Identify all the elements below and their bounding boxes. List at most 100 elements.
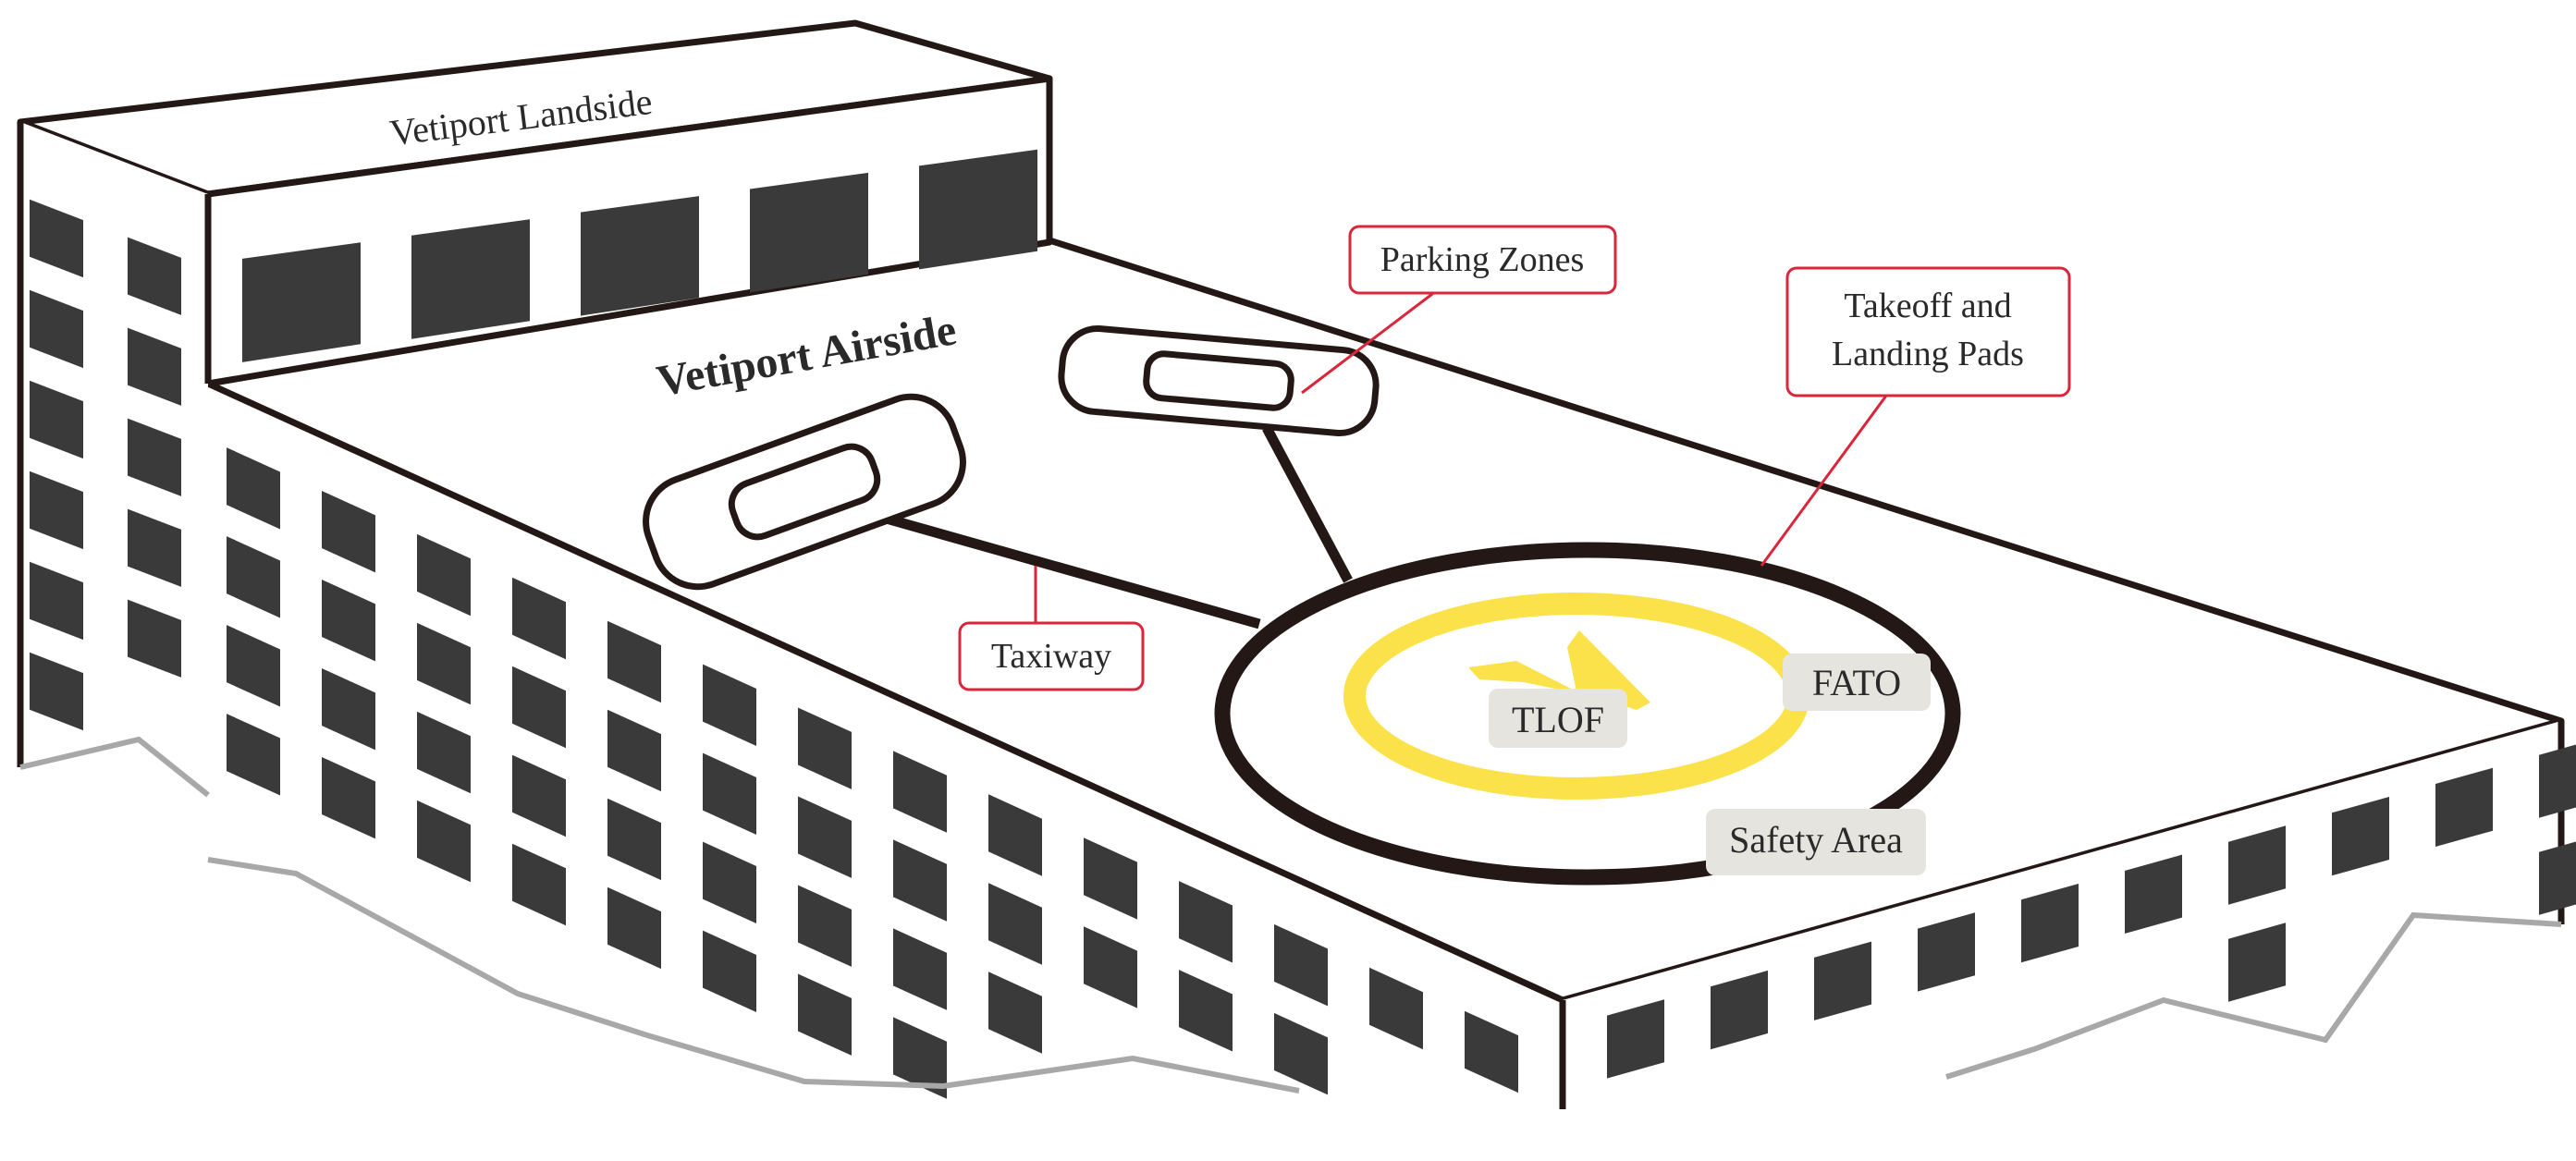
window: [893, 751, 947, 833]
window: [607, 798, 661, 881]
parking-zones-label: Parking Zones: [1380, 240, 1585, 279]
parking-stand-left: [643, 393, 966, 591]
window: [1711, 970, 1768, 1050]
parking-stand-right: [1058, 325, 1380, 436]
window: [607, 620, 661, 703]
window: [2228, 923, 2286, 1002]
window: [30, 289, 83, 369]
window: [227, 625, 280, 707]
parking-inner-left: [728, 443, 881, 541]
window: [798, 885, 852, 967]
taxiway-label: Taxiway: [991, 637, 1111, 676]
callout-box-parking-zones: [1348, 225, 1617, 295]
window: [988, 794, 1042, 876]
window: [1465, 1010, 1518, 1094]
window: [607, 886, 661, 970]
window: [128, 418, 181, 496]
window: [322, 580, 375, 662]
window: [703, 664, 756, 746]
window: [2228, 825, 2286, 905]
window: [2539, 744, 2576, 818]
taxiway-line-left: [881, 512, 1261, 629]
window: [322, 491, 375, 573]
tlof-chip-bg: [1489, 689, 1627, 748]
window: [30, 471, 83, 550]
fato-chip-bg: [1783, 654, 1931, 711]
window: [417, 800, 471, 883]
landside-front-windows: [242, 149, 1037, 362]
window: [30, 380, 83, 459]
window: [703, 752, 756, 835]
window: [2539, 841, 2576, 915]
window: [512, 843, 566, 926]
window: [1274, 923, 1328, 1007]
window: [512, 754, 566, 837]
window: [322, 668, 375, 751]
window: [512, 577, 566, 660]
window: [1274, 1012, 1328, 1095]
window: [893, 839, 947, 922]
window: [128, 237, 181, 315]
window: [128, 508, 181, 587]
window: [227, 536, 280, 618]
landside-ground-line: [19, 736, 210, 798]
front-windows: [227, 447, 1518, 1099]
window: [30, 561, 83, 641]
safety-area-label: Safety Area: [1729, 819, 1903, 861]
leader-parking-zones: [1301, 289, 1437, 395]
window: [227, 714, 280, 796]
window: [1918, 912, 1975, 992]
window: [417, 533, 471, 617]
landside-building: Vetiport Landside: [17, 19, 1053, 798]
callout-parking-zones: Parking Zones: [1301, 225, 1617, 395]
window: [988, 972, 1042, 1054]
window: [798, 707, 852, 789]
right-ground-line: [1945, 911, 2562, 1080]
window: [581, 196, 699, 316]
tlof-label: TLOF: [1512, 699, 1604, 740]
window: [607, 709, 661, 792]
landside-left-windows: [30, 199, 181, 731]
taxiway-line-right: [1262, 425, 1353, 583]
window: [1084, 837, 1137, 920]
right-windows: [1607, 744, 2576, 1079]
callout-box-taxiway: [958, 621, 1145, 691]
window: [703, 841, 756, 923]
window: [512, 666, 566, 749]
fato-chip: FATO: [1783, 654, 1931, 711]
takeoff-label-line1: Takeoff and: [1844, 287, 2011, 325]
window: [919, 149, 1037, 270]
window: [2021, 884, 2079, 963]
window: [1179, 970, 1233, 1052]
window: [30, 199, 83, 278]
safety-area-chip-bg: [1706, 809, 1926, 875]
window: [893, 928, 947, 1010]
window: [417, 622, 471, 705]
window: [30, 652, 83, 731]
window: [2435, 767, 2493, 847]
window: [988, 883, 1042, 965]
window: [1179, 881, 1233, 963]
window: [750, 172, 868, 293]
callout-taxiway: Taxiway: [958, 566, 1145, 691]
window: [798, 796, 852, 878]
callout-takeoff-landing: Takeoff and Landing Pads: [1760, 266, 2071, 567]
window: [128, 327, 181, 406]
window: [2332, 797, 2389, 876]
window: [128, 599, 181, 678]
airside-front-edge: [206, 380, 1564, 1004]
window: [1814, 941, 1871, 1020]
takeoff-label-line2: Landing Pads: [1832, 335, 2024, 373]
taxiways: [881, 425, 1353, 629]
tlof-chip: TLOF: [1489, 689, 1627, 748]
window: [1369, 967, 1423, 1050]
parking-inner-right: [1143, 350, 1294, 411]
window: [1084, 926, 1137, 1008]
safety-area-chip: Safety Area: [1706, 809, 1926, 875]
window: [1607, 999, 1664, 1079]
window: [703, 930, 756, 1012]
window: [798, 973, 852, 1056]
window: [2125, 854, 2182, 934]
